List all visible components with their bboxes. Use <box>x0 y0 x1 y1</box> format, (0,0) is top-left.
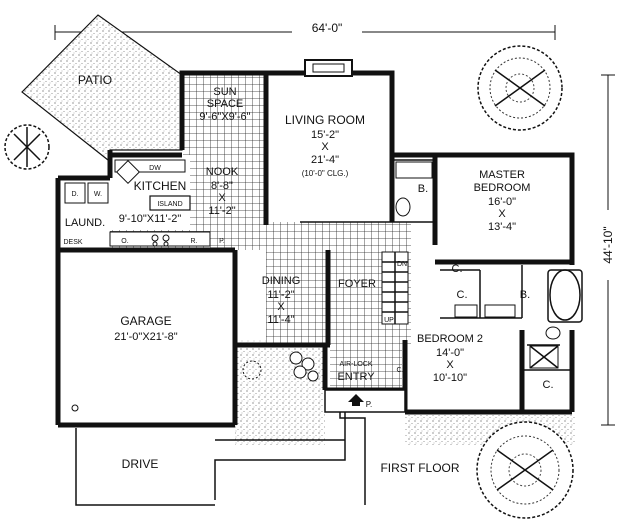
closet2-label: C. <box>543 379 554 391</box>
closet3-label: C. <box>452 263 463 275</box>
washer-box <box>87 182 109 204</box>
site-ground <box>235 340 325 445</box>
garage-drain <box>71 404 79 412</box>
foyer-label: FOYER <box>338 278 376 290</box>
dryer-box <box>64 182 86 204</box>
bedroom2-width: 14'-0" <box>436 347 464 359</box>
kitchen-counters <box>109 159 211 247</box>
nook-label: NOOK <box>206 166 239 178</box>
kitchen-label: KITCHEN <box>134 179 187 193</box>
desk-label: DESK <box>63 239 82 246</box>
dining-x: X <box>277 301 285 313</box>
entry-tile <box>330 345 402 390</box>
tree-bottom-right-icon <box>476 421 574 519</box>
air-lock-label: AIR-LOCK <box>339 361 372 368</box>
garage-label: GARAGE <box>120 314 171 328</box>
range-label: R. <box>191 238 198 245</box>
sun-space-dim: 9'-6"X9'-6" <box>199 111 250 123</box>
drive-label: DRIVE <box>122 457 159 471</box>
overall-depth-label: 44'-10" <box>601 226 615 263</box>
kitchen-dim: 9'-10"X11'-2" <box>119 213 182 225</box>
front-porch <box>324 389 406 413</box>
bath2-label: B. <box>520 289 530 301</box>
stairs <box>381 251 409 325</box>
nook-x: X <box>218 192 226 204</box>
master-label-2: BEDROOM <box>474 182 531 194</box>
stair-dn-label: DN <box>397 261 407 268</box>
bedroom2-label: BEDROOM 2 <box>417 333 483 345</box>
oven-label: O. <box>121 238 128 245</box>
nook-depth: 11'-2" <box>208 205 235 217</box>
dishwasher-label: DW <box>149 165 161 172</box>
bedroom2-x: X <box>446 359 454 371</box>
entry-closet-label: C. <box>397 367 404 374</box>
master-depth: 13'-4" <box>488 221 516 233</box>
garage-dim: 21'-0"X21'-8" <box>114 331 177 343</box>
island-label: ISLAND <box>157 201 182 208</box>
overall-width-label: 64'-0" <box>312 21 343 35</box>
living-room-ceiling: (10'-0" CLG.) <box>302 169 349 178</box>
living-room-width: 15'-2" <box>311 129 339 141</box>
fireplace-hearth <box>312 63 345 73</box>
bath-fixtures <box>395 161 583 369</box>
nook-width: 8'-8" <box>211 180 233 192</box>
tree-top-right-icon <box>477 45 563 131</box>
bedroom2-depth: 10'-10" <box>433 372 467 384</box>
walls <box>55 70 575 428</box>
sun-space-tile <box>183 75 266 155</box>
tree-left-icon <box>4 124 50 170</box>
living-room-x: X <box>321 141 329 153</box>
living-room-depth: 21'-4" <box>311 154 339 166</box>
stair-up-label: UP <box>384 317 394 324</box>
depth-dimension: 44'-10" <box>601 74 615 426</box>
living-room-label: LIVING ROOM <box>285 113 365 127</box>
driveway <box>75 428 215 506</box>
floor-title: FIRST FLOOR <box>380 461 459 475</box>
entry-label: ENTRY <box>337 371 375 383</box>
sun-space-label-1: SUN <box>213 86 236 98</box>
dryer-label: D. <box>72 191 79 198</box>
patio-label: PATIO <box>78 73 112 87</box>
laundry-label: LAUND. <box>65 217 105 229</box>
width-dimension: 64'-0" <box>54 20 556 40</box>
sun-space-label-2: SPACE <box>207 98 243 110</box>
shrubs-icon <box>242 351 319 382</box>
dining-width: 11'-2" <box>267 289 294 301</box>
bath1-label: B. <box>418 183 428 195</box>
dining-depth: 11'-4" <box>267 314 294 326</box>
washer-label: W. <box>94 191 102 198</box>
master-width: 16'-0" <box>488 196 516 208</box>
closet1-label: C. <box>457 289 468 301</box>
porch-label: P. <box>366 400 373 409</box>
entry-arrow-icon <box>348 394 364 406</box>
master-x: X <box>498 208 506 220</box>
walkway <box>214 412 346 500</box>
dining-label: DINING <box>262 275 301 287</box>
pantry-label: P. <box>219 238 225 245</box>
master-label-1: MASTER <box>479 169 525 181</box>
